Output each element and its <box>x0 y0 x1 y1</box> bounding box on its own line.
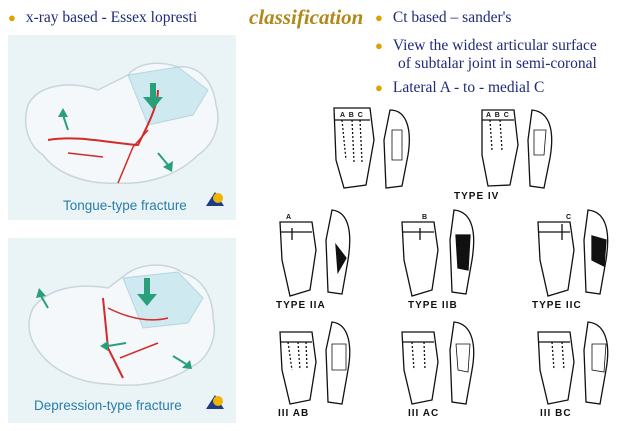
label-abc-left: A B C <box>340 112 364 119</box>
left-bullet: ● x-ray based - Essex lopresti <box>8 9 197 27</box>
letter-b: B <box>422 214 429 221</box>
sanders-classification-diagram: A B C A B C TYPE IV A B C TYPE IIA TYPE … <box>262 100 638 426</box>
bullet-dot-icon: ● <box>375 10 383 25</box>
left-bullet-text: x-ray based - Essex lopresti <box>25 9 198 26</box>
label-type-iic: TYPE IIC <box>532 300 582 311</box>
label-type-iib: TYPE IIB <box>408 300 458 311</box>
right-bullet-3-text: Lateral A - to - medial C <box>392 79 545 96</box>
type-iv-right-pair <box>481 109 553 189</box>
right-bullet-3: ● Lateral A - to - medial C <box>375 79 544 97</box>
right-bullet-2-cont-text: of subtalar joint in semi-coronal <box>398 55 597 72</box>
right-bullet-1: ● Ct based – sander's <box>375 9 511 27</box>
sanders-drawings <box>279 107 609 405</box>
label-iii-ab: III AB <box>278 408 310 419</box>
bullet-dot-icon: ● <box>375 80 383 95</box>
right-bullet-2: ● View the widest articular surface <box>375 37 597 55</box>
depression-caption: Depression-type fracture <box>34 398 182 413</box>
right-bullet-2-continuation: of subtalar joint in semi-coronal <box>398 55 597 73</box>
type-iii-bc-drawing <box>537 321 609 405</box>
bullet-dot-icon: ● <box>375 38 383 53</box>
tongue-caption: Tongue-type fracture <box>63 198 187 213</box>
type-iib-drawing <box>401 209 475 297</box>
depression-type-figure: Depression-type fracture <box>8 238 236 423</box>
label-type-iv: TYPE IV <box>454 191 500 202</box>
type-iii-ab-drawing <box>279 321 351 405</box>
type-iv-left-pair <box>333 107 410 189</box>
label-abc-right: A B C <box>486 112 510 119</box>
tongue-type-illustration <box>24 62 219 184</box>
type-iic-drawing <box>537 209 609 297</box>
type-iia-drawing <box>279 209 351 297</box>
letter-c: C <box>566 214 573 221</box>
bullet-dot-icon: ● <box>8 10 16 25</box>
right-bullet-1-text: Ct based – sander's <box>392 9 512 26</box>
letter-a: A <box>286 214 293 221</box>
slide-title: classification <box>249 5 364 29</box>
depression-type-illustration <box>28 264 215 387</box>
tongue-type-figure: Tongue-type fracture <box>8 35 236 220</box>
type-iii-ac-drawing <box>401 321 475 405</box>
label-iii-bc: III BC <box>540 408 572 419</box>
label-type-iia: TYPE IIA <box>276 300 326 311</box>
publisher-logo-icon <box>206 190 224 213</box>
label-iii-ac: III AC <box>408 408 440 419</box>
publisher-logo-icon <box>206 393 224 416</box>
right-bullet-2-text: View the widest articular surface <box>392 37 597 54</box>
